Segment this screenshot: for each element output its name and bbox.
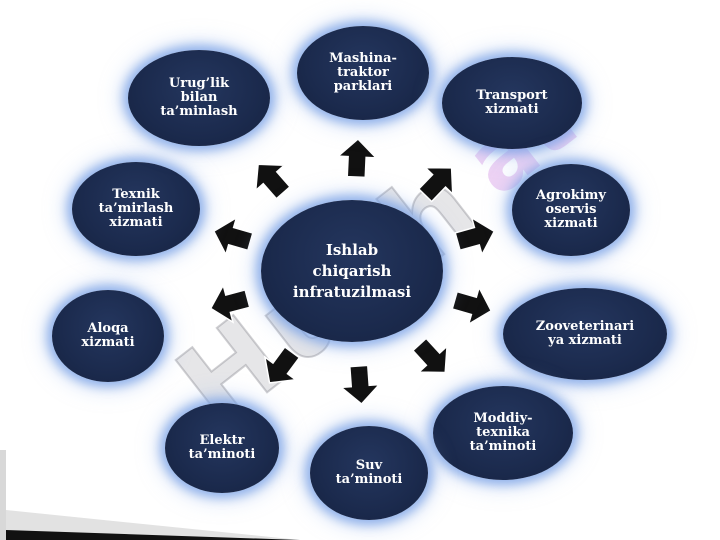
arrow-urug-shape <box>254 163 292 200</box>
arrow-texnik-shape <box>212 216 254 257</box>
node-label: Zooveterinari ya xizmati <box>535 319 635 348</box>
arrow-zooveterinar <box>451 285 493 326</box>
arrow-texnik <box>212 216 254 257</box>
arrow-mashina-shape <box>336 137 378 179</box>
node-label: Urug’lik bilan ta’minlash <box>160 76 238 119</box>
node-transport: Transport xizmati <box>442 57 582 149</box>
node-mashina-traktor: Mashina- traktor parklari <box>297 26 429 120</box>
arrow-suv <box>339 364 381 405</box>
node-zooveterinar: Zooveterinari ya xizmati <box>503 288 667 380</box>
node-label: Elektr ta’minoti <box>188 433 256 462</box>
arrow-moddiy-shape <box>411 337 448 374</box>
decorative-band <box>0 450 300 540</box>
node-label: Texnik ta’mirlash xizmati <box>98 187 174 230</box>
node-label: Mashina- traktor parklari <box>329 51 397 94</box>
node-moddiy-texnika: Moddiy- texnika ta’minoti <box>433 386 573 480</box>
node-label: Transport xizmati <box>476 88 548 117</box>
node-label: Agrokimy oservis xizmati <box>536 188 606 231</box>
node-elektr: Elektr ta’minoti <box>165 403 279 493</box>
node-texnik: Texnik ta’mirlash xizmati <box>72 162 200 256</box>
arrow-urug <box>254 163 292 200</box>
node-agrokimyo: Agrokimy oservis xizmati <box>512 164 630 256</box>
node-label: Moddiy- texnika ta’minoti <box>469 411 537 454</box>
node-aloqa: Aloqa xizmati <box>52 290 164 382</box>
node-label: Aloqa xizmati <box>81 321 135 350</box>
arrow-suv-shape <box>339 364 381 405</box>
node-urug: Urug’lik bilan ta’minlash <box>128 50 270 146</box>
arrow-moddiy <box>411 337 448 374</box>
node-label: Suv ta’minoti <box>335 458 403 487</box>
node-suv: Suv ta’minoti <box>310 426 428 520</box>
arrow-mashina <box>336 137 378 179</box>
arrow-zooveterinar-shape <box>451 285 493 326</box>
center-node-label: Ishlab chiqarish infratuzilmasi <box>292 240 412 301</box>
center-node: Ishlab chiqarish infratuzilmasi <box>261 200 443 342</box>
